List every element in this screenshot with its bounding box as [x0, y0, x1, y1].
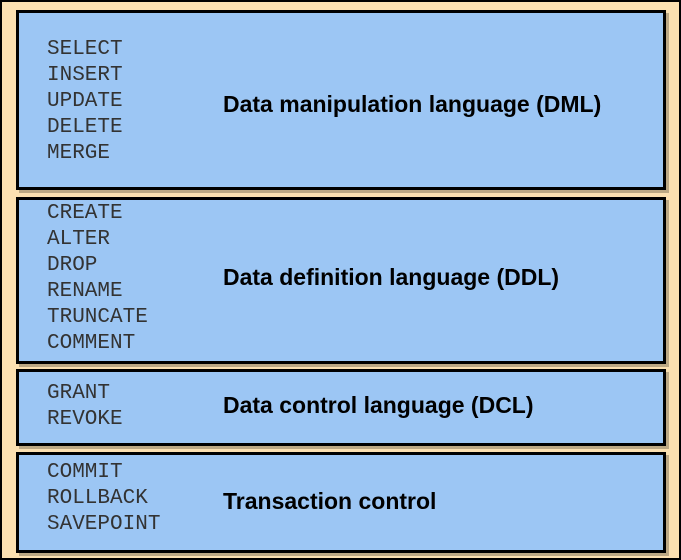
transaction-control-command-list: COMMIT ROLLBACK SAVEPOINT	[47, 460, 160, 538]
transaction-control-label: Transaction control	[223, 488, 437, 514]
dml-command: MERGE	[47, 142, 111, 165]
dcl-command: GRANT	[47, 382, 111, 405]
ddl-command-list: CREATE ALTER DROP RENAME TRUNCATE COMMEN…	[47, 201, 148, 357]
dml-command: DELETE	[47, 116, 123, 139]
ddl-panel: CREATE ALTER DROP RENAME TRUNCATE COMMEN…	[16, 197, 666, 364]
dml-label: Data manipulation language (DML)	[223, 91, 602, 117]
dml-command: SELECT	[47, 38, 123, 61]
dcl-command-list: GRANT REVOKE	[47, 381, 123, 433]
transaction-control-panel: COMMIT ROLLBACK SAVEPOINT Transaction co…	[16, 452, 666, 553]
ddl-command: RENAME	[47, 280, 123, 303]
dcl-label: Data control language (DCL)	[223, 392, 534, 418]
ddl-command: ALTER	[47, 228, 111, 251]
transaction-control-command: COMMIT	[47, 461, 123, 484]
dml-panel: SELECT INSERT UPDATE DELETE MERGE Data m…	[16, 10, 666, 190]
ddl-command: COMMENT	[47, 332, 136, 355]
dml-command: UPDATE	[47, 90, 123, 113]
transaction-control-command: SAVEPOINT	[47, 513, 161, 536]
ddl-command: CREATE	[47, 202, 123, 225]
ddl-label: Data definition language (DDL)	[223, 264, 560, 290]
ddl-command: DROP	[47, 254, 98, 277]
dml-command: INSERT	[47, 64, 123, 87]
transaction-control-command: ROLLBACK	[47, 487, 148, 510]
dcl-panel: GRANT REVOKE Data control language (DCL)	[16, 369, 666, 446]
ddl-command: TRUNCATE	[47, 306, 148, 329]
dcl-command: REVOKE	[47, 408, 123, 431]
dml-command-list: SELECT INSERT UPDATE DELETE MERGE	[47, 37, 123, 167]
